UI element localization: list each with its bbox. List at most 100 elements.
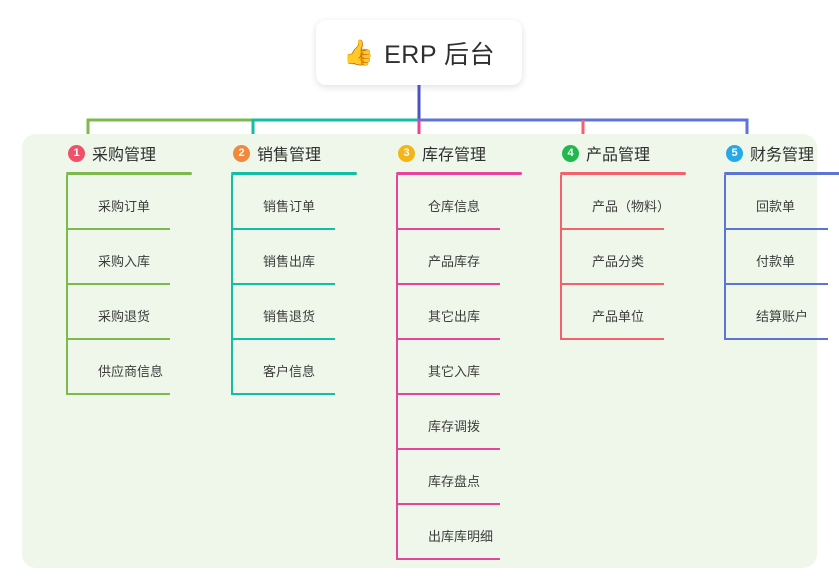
branch-items-4: 产品（物料） 产品分类产品单位 [560, 175, 724, 340]
item-spine [396, 395, 398, 450]
item-rule [231, 393, 335, 395]
branch-item[interactable]: 采购入库 [66, 230, 230, 285]
branch-header-rule-4 [560, 172, 686, 175]
branch-item[interactable]: 产品（物料） [560, 175, 724, 230]
item-rule [66, 393, 170, 395]
branch-items-5: 回款单付款单结算账户 [724, 175, 839, 340]
item-label: 库存盘点 [428, 474, 481, 489]
thumbs-up-icon: 👍 [342, 39, 375, 67]
branch-badge-3: 3 [398, 144, 415, 162]
branch-item[interactable]: 产品单位 [560, 285, 724, 340]
item-spine [396, 505, 398, 560]
branch-items-2: 销售订单销售出库销售退货客户信息 [231, 175, 395, 395]
branch-item[interactable]: 产品库存 [396, 230, 560, 285]
branch-item[interactable]: 结算账户 [724, 285, 839, 340]
branch-column-5: 5 财务管理 回款单付款单结算账户 [724, 134, 839, 340]
item-label: 供应商信息 [98, 364, 164, 379]
item-rule [396, 338, 500, 340]
item-label: 结算账户 [756, 309, 809, 324]
item-label: 付款单 [756, 254, 796, 269]
branch-badge-2: 2 [233, 144, 250, 162]
branch-badge-4: 4 [562, 144, 579, 162]
branch-header-5[interactable]: 5 财务管理 [724, 134, 839, 175]
item-spine [396, 285, 398, 340]
branch-item[interactable]: 产品分类 [560, 230, 724, 285]
item-spine [231, 230, 233, 285]
branch-header-rule-3 [396, 172, 522, 175]
item-label: 产品单位 [592, 309, 645, 324]
branch-column-2: 2 销售管理 销售订单销售出库销售退货客户信息 [231, 134, 395, 395]
item-label: 客户信息 [263, 364, 316, 379]
item-label: 仓库信息 [428, 199, 481, 214]
item-rule [66, 283, 170, 285]
branch-item[interactable]: 其它入库 [396, 340, 560, 395]
item-rule [66, 228, 170, 230]
item-rule [396, 448, 500, 450]
branch-title-4: 产品管理 [586, 147, 651, 164]
branch-header-rule-1 [66, 172, 192, 175]
branch-item[interactable]: 采购退货 [66, 285, 230, 340]
branch-column-4: 4 产品管理 产品（物料） 产品分类产品单位 [560, 134, 724, 340]
item-spine [396, 340, 398, 395]
branch-columns: 1 采购管理 采购订单采购入库采购退货供应商信息 2 销售管理 销售订单销售出库… [22, 134, 839, 568]
branch-items-3: 仓库信息产品库存其它出库其它入库库存调拨库存盘点出库库明细 [396, 175, 560, 560]
branch-header-1[interactable]: 1 采购管理 [66, 134, 230, 175]
branch-item[interactable]: 其它出库 [396, 285, 560, 340]
item-spine [724, 285, 726, 340]
branch-header-2[interactable]: 2 销售管理 [231, 134, 395, 175]
branch-header-rule-2 [231, 172, 357, 175]
branch-item[interactable]: 销售订单 [231, 175, 395, 230]
branches-panel [22, 134, 817, 568]
branch-item[interactable]: 销售退货 [231, 285, 395, 340]
item-label: 回款单 [756, 199, 796, 214]
item-spine [560, 285, 562, 340]
item-spine [231, 285, 233, 340]
item-rule [724, 228, 828, 230]
item-rule [396, 558, 500, 560]
branch-column-1: 1 采购管理 采购订单采购入库采购退货供应商信息 [66, 134, 230, 395]
branch-item[interactable]: 库存调拨 [396, 395, 560, 450]
item-spine [396, 230, 398, 285]
branch-item[interactable]: 供应商信息 [66, 340, 230, 395]
item-label: 采购退货 [98, 309, 151, 324]
item-label: 其它出库 [428, 309, 481, 324]
branch-item[interactable]: 仓库信息 [396, 175, 560, 230]
item-spine [66, 230, 68, 285]
item-label: 产品分类 [592, 254, 645, 269]
item-rule [560, 283, 664, 285]
item-rule [724, 338, 828, 340]
item-label: 采购入库 [98, 254, 151, 269]
branch-item[interactable]: 回款单 [724, 175, 839, 230]
branch-item[interactable]: 客户信息 [231, 340, 395, 395]
item-label: 其它入库 [428, 364, 481, 379]
item-spine [724, 175, 726, 230]
item-rule [396, 283, 500, 285]
item-label: 产品库存 [428, 254, 481, 269]
item-spine [560, 175, 562, 230]
item-label: 采购订单 [98, 199, 151, 214]
item-rule [396, 393, 500, 395]
branch-header-4[interactable]: 4 产品管理 [560, 134, 724, 175]
item-spine [66, 175, 68, 230]
item-spine [396, 450, 398, 505]
item-rule [231, 283, 335, 285]
item-spine [66, 285, 68, 340]
branch-item[interactable]: 出库库明细 [396, 505, 560, 560]
branch-badge-1: 1 [68, 144, 85, 162]
branch-item[interactable]: 库存盘点 [396, 450, 560, 505]
branch-title-2: 销售管理 [257, 147, 322, 164]
branch-item[interactable]: 销售出库 [231, 230, 395, 285]
item-label: 库存调拨 [428, 419, 481, 434]
root-title: ERP 后台 [384, 40, 496, 69]
item-rule [66, 338, 170, 340]
branch-item[interactable]: 采购订单 [66, 175, 230, 230]
item-rule [560, 338, 664, 340]
item-rule [231, 228, 335, 230]
branch-header-3[interactable]: 3 库存管理 [396, 134, 560, 175]
branch-items-1: 采购订单采购入库采购退货供应商信息 [66, 175, 230, 395]
root-node[interactable]: 👍 ERP 后台 [316, 20, 522, 85]
item-rule [396, 503, 500, 505]
item-spine [724, 230, 726, 285]
branch-item[interactable]: 付款单 [724, 230, 839, 285]
